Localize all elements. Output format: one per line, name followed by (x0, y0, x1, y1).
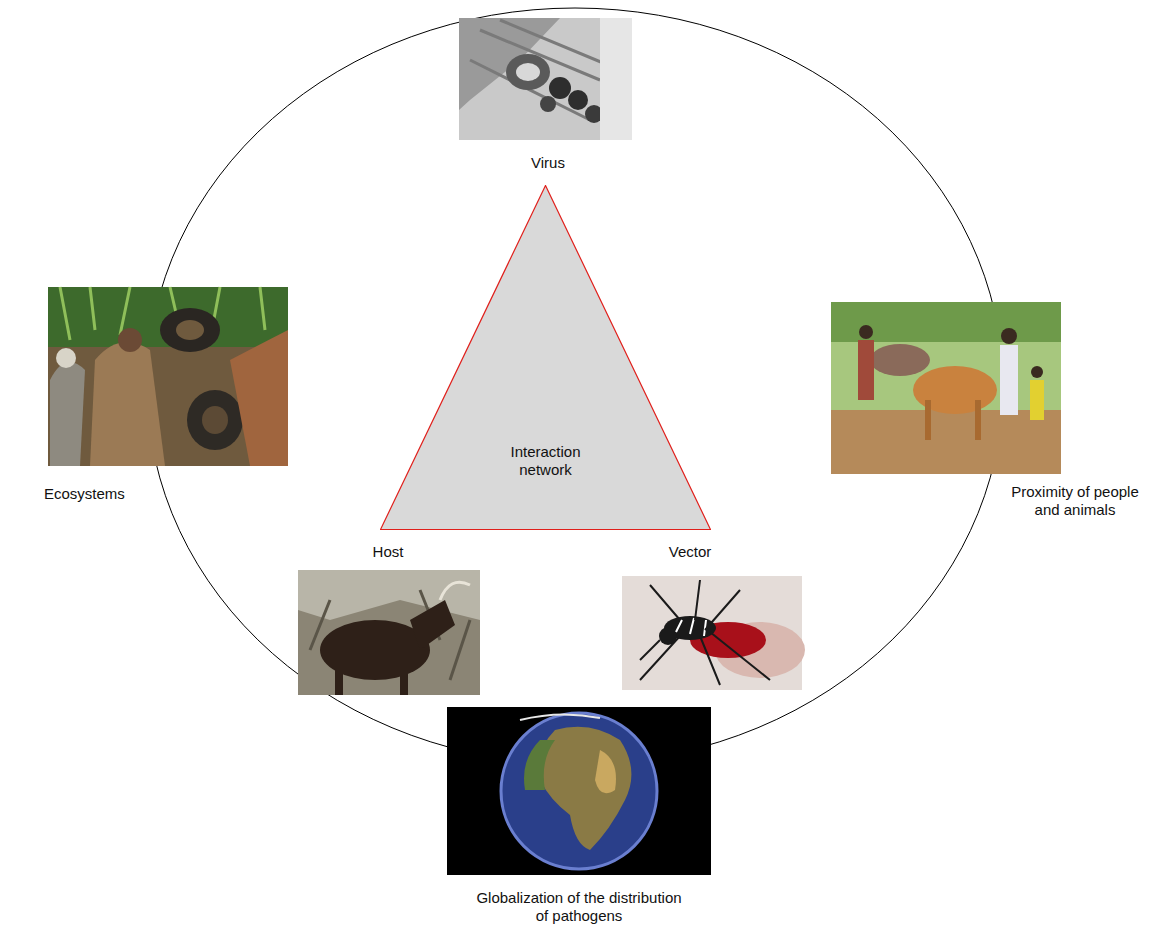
node-text: Interaction network (500, 443, 592, 479)
host-photo (298, 570, 480, 695)
triangle-node: Interaction network (380, 185, 711, 530)
proximity-photo (831, 302, 1061, 474)
photo-caption: Globalization of the distribution of pat… (472, 889, 686, 925)
photo-caption: Virus (508, 154, 588, 172)
triangle-shape (380, 185, 711, 530)
virus-photo (459, 18, 632, 140)
photo-caption: Ecosystems (44, 485, 154, 503)
photo-caption: Vector (650, 543, 730, 561)
ecosystems-photo (48, 287, 288, 466)
vector-photo (622, 576, 805, 690)
photo-caption: Proximity of people and animals (1005, 483, 1145, 519)
globe-photo (447, 707, 711, 875)
photo-caption: Host (348, 543, 428, 561)
